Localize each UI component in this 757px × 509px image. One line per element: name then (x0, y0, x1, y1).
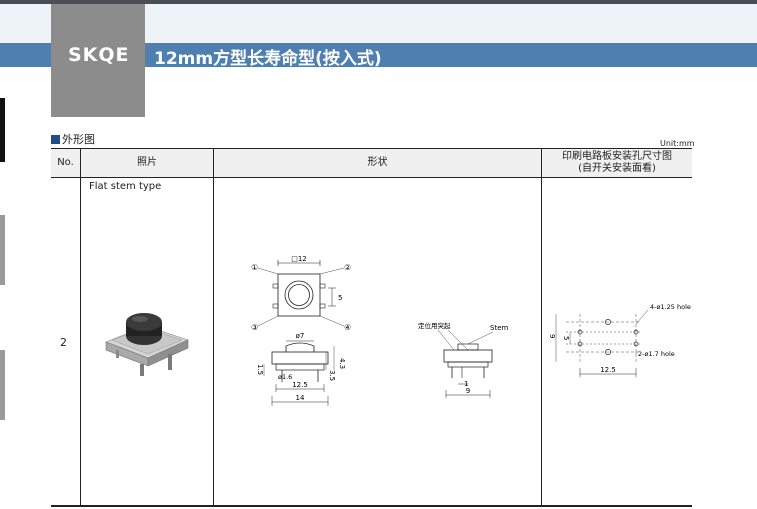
dim-pitch: 5 (338, 294, 342, 302)
dim-outer-width: 14 (296, 394, 305, 402)
boss-label: 定位用突起 (418, 321, 451, 330)
dim-inner-width: 12.5 (292, 381, 308, 389)
pin-4-label: ④ (344, 323, 351, 332)
switch-photo (105, 313, 189, 376)
dim-base-h: 1.5 (256, 364, 264, 375)
front-view-drawing: ø7 4.3 3.5 1.5 ø1.6 12.5 14 (256, 332, 346, 406)
dim-height-a: 4.3 (338, 358, 346, 369)
row-number: 2 (60, 336, 67, 349)
col-header-photo: 照片 (137, 157, 157, 168)
dim-width: □12 (291, 255, 307, 263)
side-tab (0, 350, 5, 420)
dim-height-b: 3.5 (328, 370, 336, 381)
col-header-shape: 形状 (367, 157, 388, 168)
table-border-top (51, 148, 692, 149)
pin-2-label: ② (344, 263, 351, 272)
pcb-height: 9 (548, 334, 556, 338)
table-border-bottom (51, 505, 692, 507)
col-header-pcb-line1: 印刷电路板安装孔尺寸图 (562, 151, 672, 162)
side-tab-marker (0, 98, 5, 162)
dim-pin-dia: ø1.6 (278, 373, 292, 381)
unit-label: Unit:mm (660, 139, 695, 148)
table-header-row (51, 149, 692, 177)
col-divider (80, 148, 81, 506)
pcb-pitch: 5 (562, 336, 570, 340)
page-title: 12mm方型长寿命型(按入式) (154, 49, 382, 69)
hole-note-b: 2-ø1.7 hole (638, 350, 675, 358)
pin-1-label: ① (251, 263, 258, 272)
pcb-width: 12.5 (600, 366, 616, 374)
side-tab (0, 215, 5, 285)
photo-label: Flat stem type (89, 181, 162, 192)
pin-3-label: ③ (251, 323, 258, 332)
code-block (51, 4, 145, 117)
top-border (0, 0, 757, 4)
product-code: SKQE (68, 44, 130, 66)
pcb-hole-drawing: 4-ø1.25 hole 2-ø1.7 hole 9 5 12.5 (548, 303, 691, 377)
side-view-drawing: 定位用突起 Stem 1 9 (418, 321, 508, 398)
col-header-pcb-line2: (自开关安装面看) (578, 163, 656, 174)
dim-pin: 1 (464, 380, 468, 388)
stem-label: Stem (490, 324, 508, 332)
section-title: 外形图 (62, 133, 95, 146)
col-header-pcb: 印刷电路板安装孔尺寸图 (自开关安装面看) (542, 149, 692, 177)
table-header-divider (51, 177, 692, 178)
top-view-drawing: □12 ① ② ③ ④ 5 (251, 255, 351, 332)
col-divider (541, 148, 542, 506)
section-heading: 外形图 (51, 131, 95, 147)
dim-stem-dia: ø7 (296, 332, 305, 340)
col-header-no: No. (57, 157, 74, 168)
square-bullet-icon (51, 135, 60, 144)
dim-side-width: 9 (466, 387, 470, 395)
hole-note-a: 4-ø1.25 hole (650, 303, 691, 311)
col-divider (213, 148, 214, 506)
